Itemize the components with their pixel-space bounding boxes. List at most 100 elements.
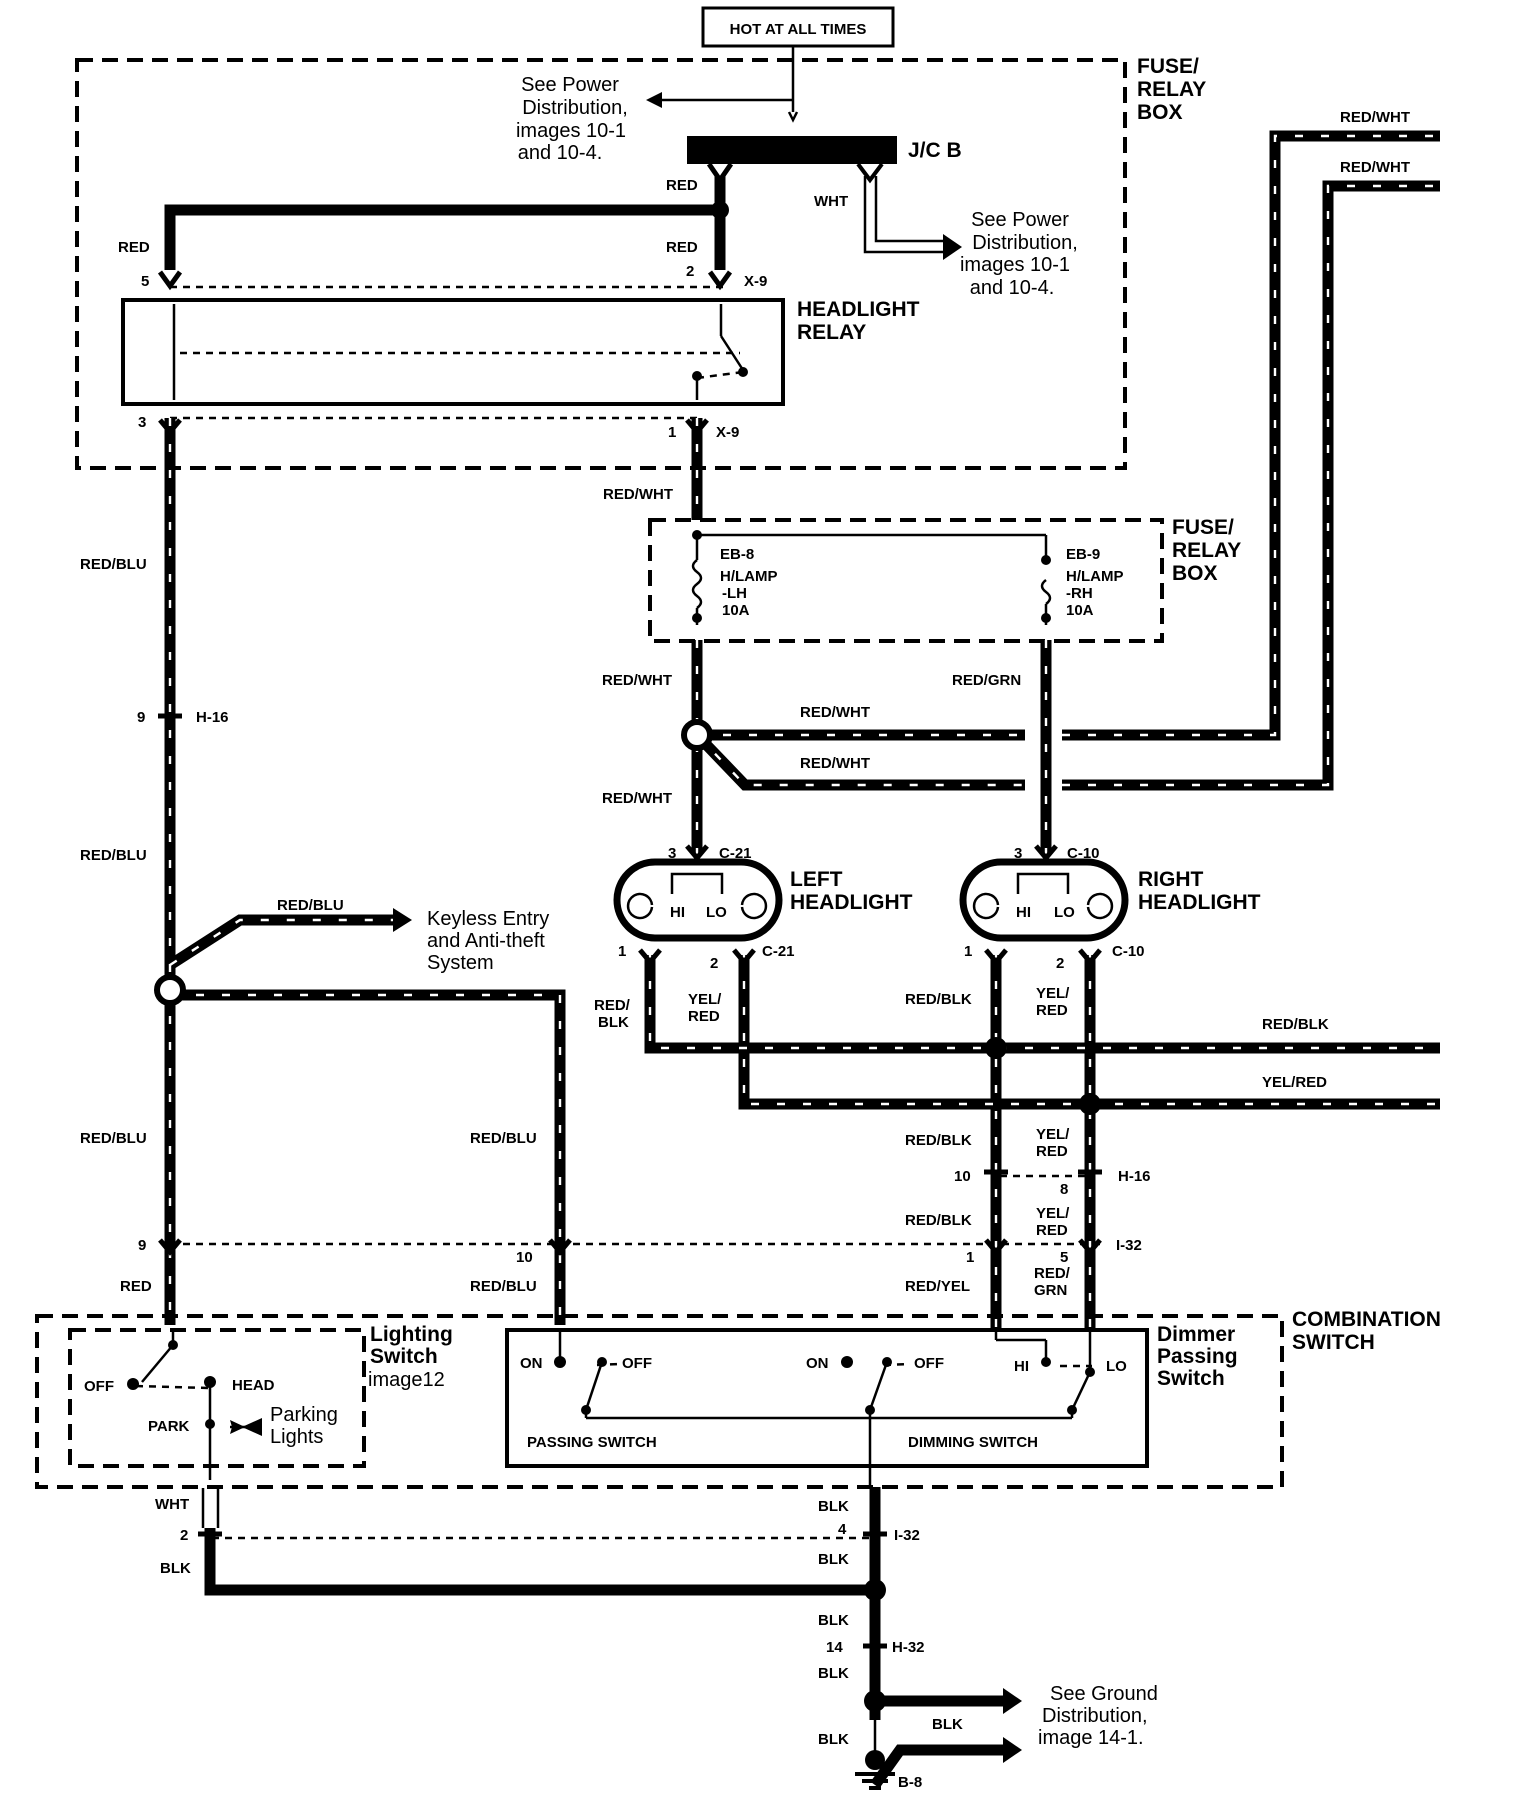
wire-red-wht-2: RED/WHT <box>602 672 672 689</box>
pin-9-i32: 9 <box>138 1237 146 1254</box>
fuse-relay-box-top-outline <box>75 58 1127 470</box>
connector-i32-top: I-32 <box>1116 1237 1142 1254</box>
power-distribution-note-2: See Power Distribution, images 10-1 and … <box>960 209 1078 299</box>
ground-icon <box>855 1750 895 1790</box>
svg-text:EB-8: EB-8 <box>720 546 754 563</box>
svg-text:RELAY: RELAY <box>1172 539 1241 562</box>
pin-2-relay: 2 <box>686 263 694 280</box>
connector-x9-top: X-9 <box>744 273 767 290</box>
lighting-park-label: PARK <box>148 1418 190 1435</box>
wire-red-blu-5: RED/BLU <box>470 1130 537 1147</box>
connector-x9-bottom: X-9 <box>716 424 739 441</box>
pin-1-c10: 1 <box>964 943 972 960</box>
wire-red-wht-4: RED/WHT <box>800 755 870 772</box>
right-headlight-label: RIGHT HEADLIGHT <box>1138 868 1261 914</box>
jcb-bar <box>687 136 897 164</box>
passing-off-label: OFF <box>622 1355 652 1372</box>
headlight-relay-label: HEADLIGHT RELAY <box>797 298 920 344</box>
pin-5: 5 <box>141 273 149 290</box>
wire-red-jcb: RED <box>666 177 698 194</box>
wire-blk-left: BLK <box>160 1560 191 1577</box>
svg-text:Lights: Lights <box>270 1426 323 1448</box>
svg-text:See Power: See Power <box>521 74 619 96</box>
svg-text:Passing: Passing <box>1157 1345 1238 1368</box>
svg-text:-RH: -RH <box>1066 585 1093 602</box>
svg-text:image12: image12 <box>368 1369 445 1391</box>
lighting-switch-label: Lighting Switch image12 <box>368 1323 453 1391</box>
passing-switch-label: PASSING SWITCH <box>527 1434 657 1451</box>
svg-text:Switch: Switch <box>1157 1367 1225 1390</box>
dimmer-passing-switch-label: Dimmer Passing Switch <box>1157 1323 1238 1390</box>
svg-text:YEL/: YEL/ <box>1036 985 1070 1002</box>
pin-10-h16: 10 <box>954 1168 971 1185</box>
svg-text:Distribution,: Distribution, <box>522 97 628 119</box>
wire-blk-3: BLK <box>818 1612 849 1629</box>
left-headlight-symbol <box>613 858 783 942</box>
pin-2-bottom: 2 <box>180 1527 188 1544</box>
wire-red-wht-5: RED/WHT <box>602 790 672 807</box>
wire-red-blu-2: RED/BLU <box>80 847 147 864</box>
wire-blk-1: BLK <box>818 1498 849 1515</box>
wire-red-bottom: RED <box>120 1278 152 1295</box>
svg-text:Keyless Entry: Keyless Entry <box>427 908 549 930</box>
wire-red-blu-4: RED/BLU <box>80 1130 147 1147</box>
wire-red-blk-1: RED/BLK <box>905 991 972 1008</box>
svg-text:H/LAMP: H/LAMP <box>1066 568 1124 585</box>
hot-at-all-times-label: HOT AT ALL TIMES <box>730 21 867 38</box>
svg-text:BOX: BOX <box>1172 562 1218 585</box>
wire-yel-red-right: YEL/RED <box>1262 1074 1327 1091</box>
wire-blk-4: BLK <box>818 1665 849 1682</box>
wire-red-blk-3: RED/BLK <box>905 1212 972 1229</box>
headlight-relay-body <box>121 298 785 406</box>
wire-red-blu-1: RED/BLU <box>80 556 147 573</box>
dimming-switch-label: DIMMING SWITCH <box>908 1434 1038 1451</box>
connector-b8: B-8 <box>898 1774 922 1791</box>
lighting-off-label: OFF <box>84 1378 114 1395</box>
connector-c21-bottom: C-21 <box>762 943 795 960</box>
keyless-entry-note: Keyless Entry and Anti-theft System <box>427 908 549 974</box>
fuse-relay-box-top-label: FUSE/ RELAY BOX <box>1137 55 1206 124</box>
svg-text:RED/: RED/ <box>1034 1265 1071 1282</box>
dimming-on-label: ON <box>806 1355 829 1372</box>
svg-text:images 10-1: images 10-1 <box>960 254 1070 276</box>
svg-text:Dimmer: Dimmer <box>1157 1323 1235 1346</box>
pin-1-c21: 1 <box>618 943 626 960</box>
ground-distribution-note: See Ground Distribution, image 14-1. <box>1038 1683 1158 1749</box>
power-distribution-note-1: See Power Distribution, images 10-1 and … <box>516 74 628 164</box>
pin-10-i32: 10 <box>516 1249 533 1266</box>
svg-text:BLK: BLK <box>598 1014 629 1031</box>
svg-text:RELAY: RELAY <box>797 321 866 344</box>
svg-text:10A: 10A <box>1066 602 1094 619</box>
dimming-lo-label: LO <box>1106 1358 1127 1375</box>
dimming-hi-label: HI <box>1014 1358 1029 1375</box>
connector-c21-top: C-21 <box>719 845 752 862</box>
wire-red-right: RED <box>666 239 698 256</box>
wire-yel-red-stack-right-3: YEL/ RED <box>1036 1205 1070 1239</box>
wire-red-left: RED <box>118 239 150 256</box>
pin-2-c21: 2 <box>710 955 718 972</box>
svg-text:HEADLIGHT: HEADLIGHT <box>797 298 920 321</box>
wire-red-blu-3: RED/BLU <box>277 897 344 914</box>
svg-text:SWITCH: SWITCH <box>1292 1331 1375 1354</box>
svg-text:RELAY: RELAY <box>1137 78 1206 101</box>
connector-c10-top: C-10 <box>1067 845 1100 862</box>
svg-text:Distribution,: Distribution, <box>1042 1705 1148 1727</box>
connector-c10-bottom: C-10 <box>1112 943 1145 960</box>
wire-blk-6: BLK <box>818 1731 849 1748</box>
svg-text:YEL/: YEL/ <box>1036 1126 1070 1143</box>
wire-wht-jcb: WHT <box>814 193 848 210</box>
wire-wht-bottom: WHT <box>155 1496 189 1513</box>
left-hi-label: HI <box>670 904 685 921</box>
connector-i32-bottom: I-32 <box>894 1527 920 1544</box>
svg-text:RIGHT: RIGHT <box>1138 868 1204 891</box>
wire-red-wht-1: RED/WHT <box>603 486 673 503</box>
fuse-relay-box-mid-label: FUSE/ RELAY BOX <box>1172 516 1241 585</box>
dimming-off-label: OFF <box>914 1355 944 1372</box>
svg-text:System: System <box>427 952 494 974</box>
svg-text:See Ground: See Ground <box>1050 1683 1158 1705</box>
wire-red-yel: RED/YEL <box>905 1278 970 1295</box>
svg-text:H/LAMP: H/LAMP <box>720 568 778 585</box>
connector-h16-left: H-16 <box>196 709 229 726</box>
svg-text:and Anti-theft: and Anti-theft <box>427 930 545 952</box>
